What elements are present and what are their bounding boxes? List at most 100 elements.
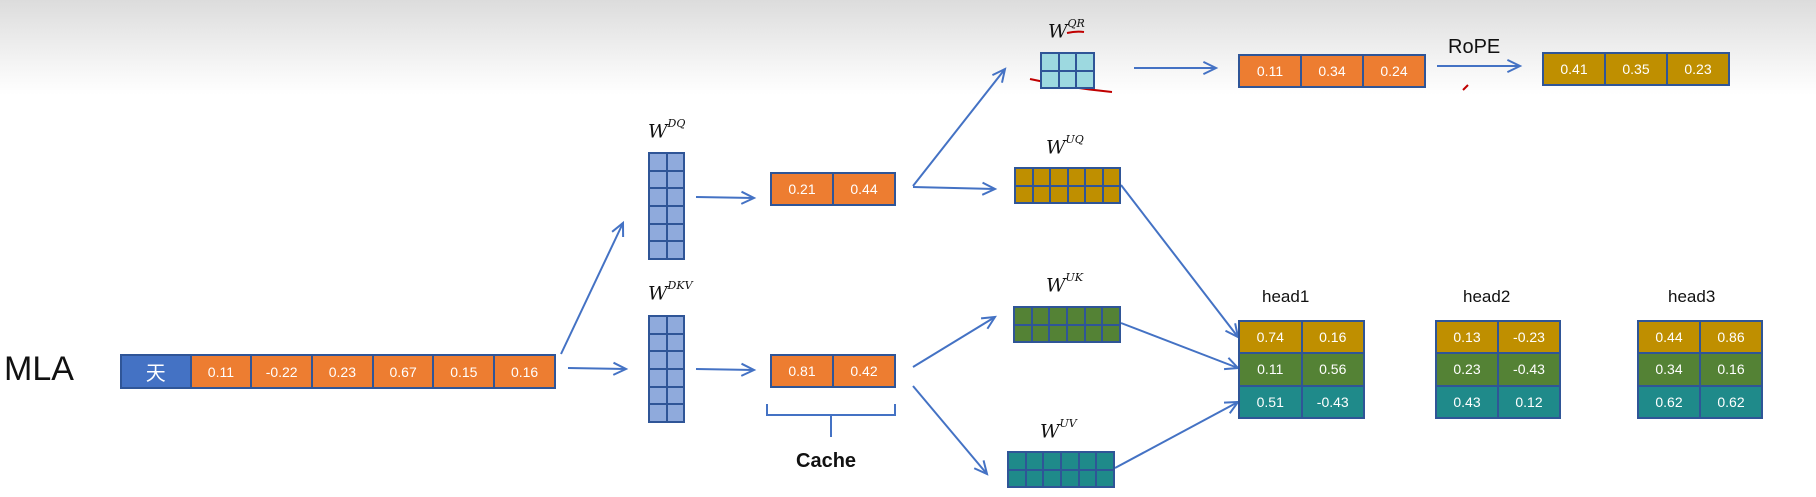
w-uk-sup: UK: [1065, 271, 1084, 284]
w-uq-cell: [1086, 169, 1102, 185]
head-cell: 0.12: [1499, 386, 1559, 417]
w-qr-base: W: [1048, 20, 1068, 43]
cache-brace: [766, 404, 896, 437]
head-cell: 0.43: [1437, 386, 1497, 417]
w-dkv-cell: [667, 352, 683, 368]
q-rope-output-cell: 0.35: [1606, 54, 1668, 84]
w-dq-cell: [650, 224, 666, 241]
w-dq-cell: [650, 242, 666, 258]
w-dkv-cell: [650, 334, 666, 351]
w-dq-cell: [650, 171, 666, 188]
w-uq-cell: [1016, 169, 1032, 185]
w-uq-cell: [1068, 169, 1084, 185]
w-dkv-sup: DKV: [667, 279, 693, 292]
w-uv-sup: UV: [1059, 417, 1077, 430]
head-cell: -0.43: [1302, 386, 1363, 417]
q-rope-input-cell: 0.24: [1364, 56, 1424, 86]
head-cell: 0.44: [1639, 322, 1699, 353]
input-cell: 0.23: [313, 356, 374, 387]
arrow-wqr-to-q-rope: [1134, 61, 1219, 75]
w-uk-cell: [1050, 308, 1066, 324]
w-uk-cell: [1050, 325, 1066, 341]
w-dq-cell: [667, 189, 683, 205]
w-dq-cell: [667, 207, 683, 223]
w-qr-cell: [1077, 71, 1093, 87]
w-uk-cell: [1068, 308, 1084, 324]
latent-kv-vector: 0.81 0.42: [770, 354, 896, 388]
w-dq-cell: [667, 154, 683, 170]
w-qr-cell: [1042, 54, 1058, 70]
w-qr-label: WQR: [1048, 17, 1085, 43]
w-uk-label: WUK: [1046, 271, 1084, 296]
latent-kv-cell: 0.42: [834, 356, 894, 386]
w-uk-cell: [1068, 325, 1084, 341]
w-uq-cell: [1033, 169, 1049, 185]
w-dq-label: WDQ: [648, 117, 686, 143]
arrow-latent-kv-to-wuv: [912, 385, 989, 476]
head-cell: 0.74: [1240, 322, 1301, 353]
input-vector: 天 0.11 -0.22 0.23 0.67 0.15 0.16: [120, 354, 556, 389]
w-dq-cell: [650, 207, 666, 223]
w-uv-cell: [1062, 470, 1078, 486]
w-dkv-cell: [667, 370, 683, 386]
w-dkv-cell: [650, 352, 666, 368]
w-dq-sup: DQ: [667, 117, 686, 130]
w-dkv-matrix: [648, 315, 685, 423]
w-uv-cell: [1097, 470, 1113, 486]
w-uv-cell: [1044, 470, 1060, 486]
w-uq-cell: [1068, 186, 1084, 202]
w-dkv-cell: [650, 317, 666, 333]
w-qr-matrix: [1040, 52, 1095, 89]
w-dq-base: W: [648, 120, 668, 143]
q-rope-input-cell: 0.11: [1240, 56, 1302, 86]
mla-title: MLA: [4, 350, 74, 388]
w-uk-cell: [1085, 325, 1102, 341]
input-cell: 0.67: [373, 356, 435, 387]
w-uq-cell: [1103, 186, 1119, 202]
w-uq-cell: [1051, 169, 1067, 185]
w-uv-cell: [1097, 453, 1113, 469]
w-dkv-cell: [667, 387, 683, 404]
arrow-wuq-to-head1: [1120, 184, 1240, 339]
w-dq-cell: [667, 242, 683, 258]
w-uk-cell: [1032, 308, 1049, 324]
w-uq-base: W: [1046, 136, 1066, 159]
q-rope-input-vector: 0.11 0.34 0.24: [1238, 54, 1426, 88]
w-uk-cell: [1015, 308, 1031, 324]
arrow-latent-q-to-wqr: [912, 67, 1007, 187]
w-uv-cell: [1079, 470, 1096, 486]
rope-label: RoPE: [1448, 36, 1501, 58]
head-cell: -0.23: [1499, 322, 1559, 353]
q-rope-input-cell: 0.34: [1302, 56, 1364, 86]
w-dq-cell: [650, 189, 666, 205]
head3-label: head3: [1668, 287, 1716, 306]
arrow-wuk-to-head1: [1120, 322, 1241, 371]
latent-q-cell: 0.44: [834, 174, 894, 204]
w-dq-cell: [650, 154, 666, 170]
arrow-wdkv-to-latent-kv: [695, 362, 757, 377]
w-uv-cell: [1026, 470, 1043, 486]
w-uv-cell: [1044, 453, 1060, 469]
w-dkv-base: W: [648, 282, 668, 305]
w-uq-matrix: [1014, 167, 1121, 204]
cache-label: Cache: [796, 450, 857, 472]
head-cell: -0.43: [1499, 354, 1559, 385]
w-uq-cell: [1051, 186, 1067, 202]
w-uv-label: WUV: [1040, 417, 1077, 442]
w-dq-matrix: [648, 152, 685, 260]
arrow-wdq-to-latent-q: [695, 190, 757, 205]
latent-kv-cell: 0.81: [772, 356, 834, 386]
w-uq-cell: [1033, 186, 1049, 202]
head-cell: 0.11: [1240, 354, 1301, 385]
q-rope-output-vector: 0.41 0.35 0.23: [1542, 52, 1730, 86]
w-qr-cell: [1059, 71, 1076, 87]
arrow-input-to-wdq: [560, 220, 625, 355]
head-cell: 0.62: [1701, 386, 1761, 417]
input-cell: 0.11: [191, 356, 253, 387]
w-uk-cell: [1015, 325, 1031, 341]
w-qr-sup: QR: [1067, 17, 1085, 30]
